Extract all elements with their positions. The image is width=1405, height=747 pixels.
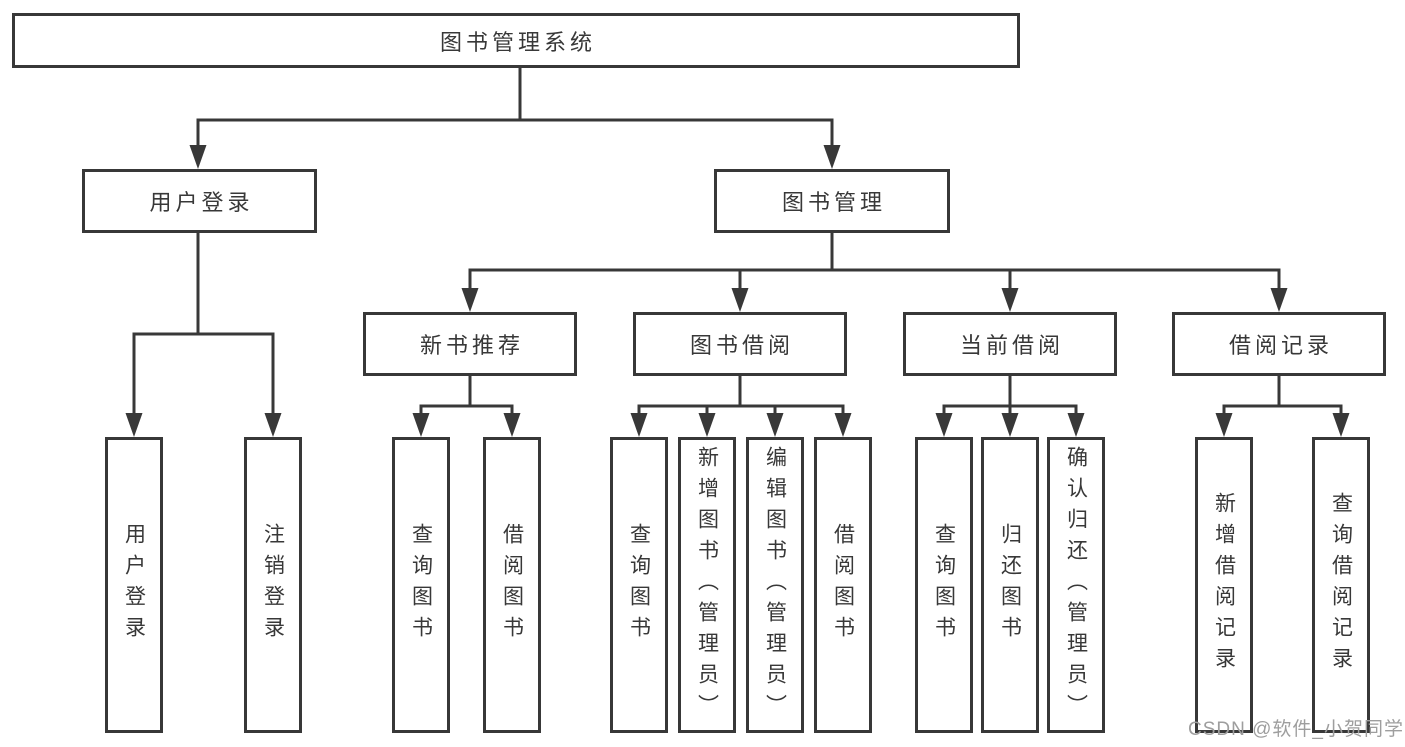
arrowhead-icon bbox=[189, 145, 207, 169]
leaf-query-books-borrow: 查询图书 bbox=[610, 437, 668, 733]
leaf-borrow-books-recommend: 借阅图书 bbox=[483, 437, 541, 733]
node-book-management: 图书管理 bbox=[714, 169, 950, 233]
node-label: 借阅图书 bbox=[500, 523, 524, 647]
arrowhead-icon bbox=[461, 288, 479, 312]
connector-user-login-to-leaves bbox=[125, 233, 282, 437]
node-label: 图书管理 bbox=[781, 190, 886, 215]
leaf-return-books: 归还图书 bbox=[981, 437, 1039, 733]
arrowhead-icon bbox=[264, 413, 282, 437]
arrowhead-icon bbox=[823, 145, 841, 169]
arrowhead-icon bbox=[1215, 413, 1233, 437]
node-library-management-system: 图书管理系统 bbox=[12, 13, 1020, 68]
arrowhead-icon bbox=[1067, 413, 1085, 437]
arrowhead-icon bbox=[630, 413, 648, 437]
arrowhead-icon bbox=[698, 413, 716, 437]
node-label: 查询借阅记录 bbox=[1329, 492, 1353, 678]
leaf-add-borrow-record: 新增借阅记录 bbox=[1195, 437, 1253, 733]
node-label: 编辑图书（管理员） bbox=[763, 445, 787, 725]
leaf-query-borrow-record: 查询借阅记录 bbox=[1312, 437, 1370, 733]
node-label: 借阅图书 bbox=[831, 523, 855, 647]
node-label: 借阅记录 bbox=[1228, 333, 1333, 358]
node-user-login: 用户登录 bbox=[82, 169, 317, 233]
arrowhead-icon bbox=[834, 413, 852, 437]
node-label: 新增图书（管理员） bbox=[695, 445, 719, 725]
arrowhead-icon bbox=[125, 413, 143, 437]
arrowhead-icon bbox=[1270, 288, 1288, 312]
leaf-logout: 注销登录 bbox=[244, 437, 302, 733]
node-label: 图书管理系统 bbox=[439, 29, 596, 55]
node-label: 图书借阅 bbox=[689, 333, 794, 358]
node-new-book-recommendation: 新书推荐 bbox=[363, 312, 577, 376]
node-label: 当前借阅 bbox=[959, 333, 1064, 358]
node-label: 查询图书 bbox=[932, 523, 956, 647]
node-label: 新增借阅记录 bbox=[1212, 492, 1236, 678]
node-current-borrowing: 当前借阅 bbox=[903, 312, 1117, 376]
leaf-edit-books-admin: 编辑图书（管理员） bbox=[746, 437, 804, 733]
node-label: 用户登录 bbox=[149, 190, 254, 215]
arrowhead-icon bbox=[1001, 413, 1019, 437]
connector-root-to-level2 bbox=[189, 68, 841, 169]
node-label: 查询图书 bbox=[409, 523, 433, 647]
arrowhead-icon bbox=[503, 413, 521, 437]
node-label: 注销登录 bbox=[261, 523, 285, 647]
node-book-borrowing: 图书借阅 bbox=[633, 312, 847, 376]
connector-book-borrow-group bbox=[630, 376, 852, 437]
leaf-add-books-admin: 新增图书（管理员） bbox=[678, 437, 736, 733]
arrowhead-icon bbox=[766, 413, 784, 437]
leaf-user-login: 用户登录 bbox=[105, 437, 163, 733]
connector-book-management-to-sections bbox=[461, 233, 1288, 312]
arrowhead-icon bbox=[1332, 413, 1350, 437]
leaf-confirm-return-admin: 确认归还（管理员） bbox=[1047, 437, 1105, 733]
leaf-query-books-recommend: 查询图书 bbox=[392, 437, 450, 733]
connector-current-borrow-group bbox=[935, 376, 1085, 437]
leaf-borrow-books: 借阅图书 bbox=[814, 437, 872, 733]
node-label: 归还图书 bbox=[998, 523, 1022, 647]
connector-new-book-group bbox=[412, 376, 521, 437]
arrowhead-icon bbox=[731, 288, 749, 312]
connector-borrow-records-group bbox=[1215, 376, 1350, 437]
csdn-watermark: CSDN @软件_小贺同学 bbox=[1188, 719, 1404, 740]
node-label: 确认归还（管理员） bbox=[1064, 445, 1088, 725]
arrowhead-icon bbox=[412, 413, 430, 437]
node-label: 用户登录 bbox=[122, 523, 146, 647]
node-borrowing-records: 借阅记录 bbox=[1172, 312, 1386, 376]
node-label: 新书推荐 bbox=[419, 333, 524, 358]
arrowhead-icon bbox=[1001, 288, 1019, 312]
arrowhead-icon bbox=[935, 413, 953, 437]
node-label: 查询图书 bbox=[627, 523, 651, 647]
leaf-query-books-current: 查询图书 bbox=[915, 437, 973, 733]
